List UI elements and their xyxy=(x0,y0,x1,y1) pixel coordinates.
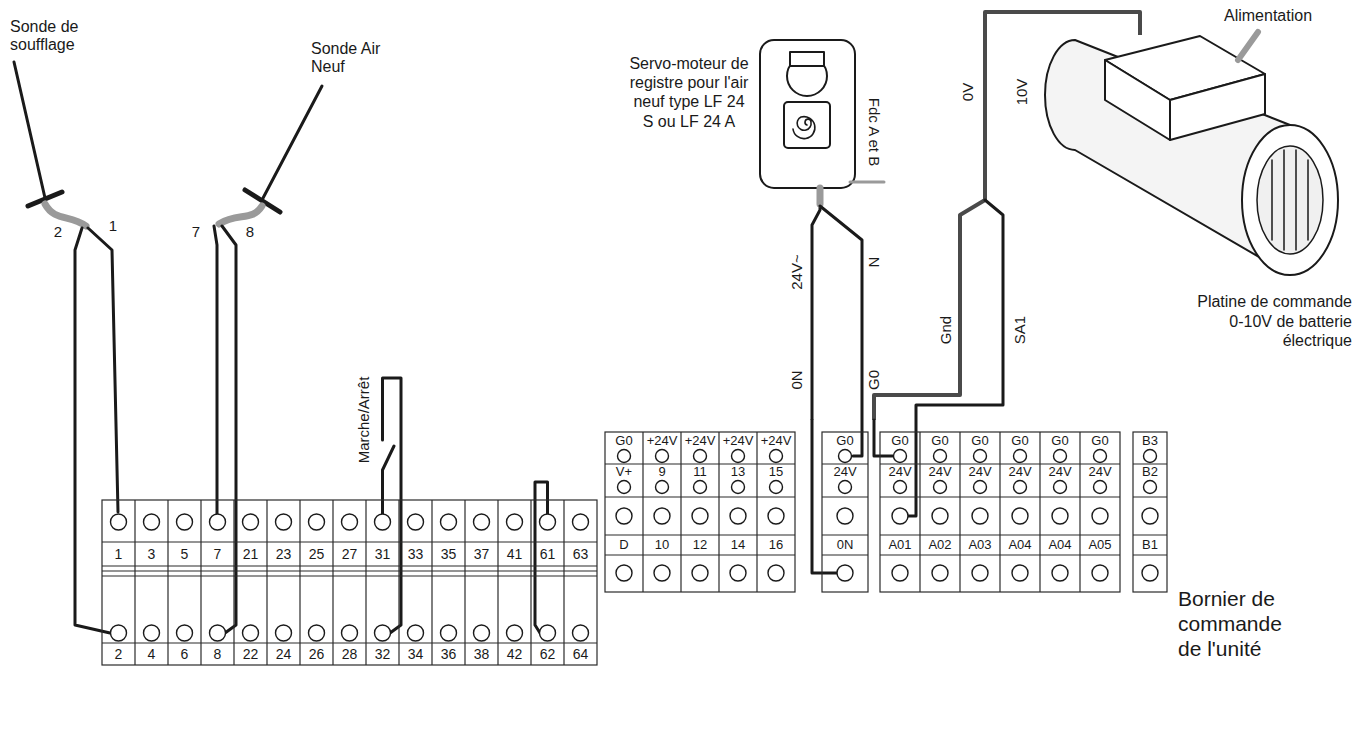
terminal-number: 34 xyxy=(408,646,424,662)
terminal-name: A01 xyxy=(888,538,911,553)
heater-battery: Platine de commande 0-10V de batterie él… xyxy=(1040,35,1352,350)
terminal-number: 24 xyxy=(276,646,292,662)
terminal-number: 2 xyxy=(115,646,123,662)
limit-switch-label: Fdc A et B xyxy=(865,98,882,166)
wire-label: SA1 xyxy=(1011,316,1028,344)
terminal-name: G0 xyxy=(615,434,632,449)
terminal-number: 5 xyxy=(181,546,189,562)
terminal-number: 42 xyxy=(507,646,523,662)
node-label: Servo-moteur de registre pour l'air neuf… xyxy=(626,54,752,131)
terminal-name: B2 xyxy=(1142,465,1158,480)
switch-label: Marche/Arrêt xyxy=(355,377,372,464)
terminal-name: +24V xyxy=(647,434,678,449)
sensor-label: Sonde Air Neuf xyxy=(311,40,383,77)
terminal-number: 22 xyxy=(243,646,259,662)
supply-label: Alimentation xyxy=(1224,7,1312,25)
terminal-name: +24V xyxy=(685,434,716,449)
sensor-label: Sonde de soufflage xyxy=(10,18,94,55)
terminal-number: 64 xyxy=(573,646,589,662)
terminal-name: V+ xyxy=(616,465,632,480)
terminal-name: G0 xyxy=(931,434,948,449)
wire-number: 2 xyxy=(54,223,62,240)
terminal-name: 24V xyxy=(1088,465,1111,480)
terminal-number: 23 xyxy=(276,546,292,562)
terminal-name: 24V xyxy=(833,465,856,480)
terminal-number: 25 xyxy=(309,546,325,562)
terminal-number: 4 xyxy=(148,646,156,662)
terminal-name: 24V xyxy=(1048,465,1071,480)
terminal-number: 41 xyxy=(507,546,523,562)
terminal-name: A03 xyxy=(968,538,991,553)
wire-label: N xyxy=(865,257,882,268)
terminal-name: A05 xyxy=(1088,538,1111,553)
terminal-name: G0 xyxy=(1091,434,1108,449)
terminal-number: 21 xyxy=(243,546,259,562)
terminal-name: 11 xyxy=(693,465,707,480)
terminal-name: A04 xyxy=(1048,538,1071,553)
node-label: Bornier de commande de l'unité xyxy=(1178,586,1305,662)
terminal-name: +24V xyxy=(761,434,792,449)
terminal-name: 12 xyxy=(693,538,707,553)
terminal-number: 1 xyxy=(115,546,123,562)
wire-number: 7 xyxy=(192,223,200,240)
wire-connector xyxy=(812,190,820,420)
terminal-number: 3 xyxy=(148,546,156,562)
terminal-number: 32 xyxy=(375,646,391,662)
terminal-number: 28 xyxy=(342,646,358,662)
terminal-name: G0 xyxy=(1011,434,1028,449)
terminal-number: 31 xyxy=(375,546,391,562)
terminal-name: B1 xyxy=(1142,538,1158,553)
terminal-number: 33 xyxy=(408,546,424,562)
terminal-name: 24V xyxy=(928,465,951,480)
terminal-name: 16 xyxy=(769,538,783,553)
terminal-name: G0 xyxy=(1051,434,1068,449)
wire-label: G0 xyxy=(865,370,882,390)
servo-motor: Servo-moteur de registre pour l'air neuf… xyxy=(760,40,855,190)
terminal-name: D xyxy=(619,538,628,553)
wire-label: Gnd xyxy=(937,316,954,344)
terminal-block xyxy=(102,432,1167,665)
terminal-name: 14 xyxy=(731,538,745,553)
terminal-name: 24V xyxy=(888,465,911,480)
terminal-name: 9 xyxy=(658,465,665,480)
terminal-number: 61 xyxy=(540,546,556,562)
terminal-name: A04 xyxy=(1008,538,1031,553)
wire-label: 24V~ xyxy=(788,254,805,289)
terminal-number: 8 xyxy=(214,646,222,662)
terminal-number: 36 xyxy=(441,646,457,662)
terminal-name: G0 xyxy=(891,434,908,449)
wire-label: 10V xyxy=(1013,79,1030,106)
terminal-number: 35 xyxy=(441,546,457,562)
terminal-number: 27 xyxy=(342,546,358,562)
terminal-number: 37 xyxy=(474,546,490,562)
terminal-number: 63 xyxy=(573,546,589,562)
terminal-number: 62 xyxy=(540,646,556,662)
wire-label: 0N xyxy=(788,370,805,389)
wire-number: 8 xyxy=(246,223,254,240)
terminal-number: 38 xyxy=(474,646,490,662)
terminal-number: 26 xyxy=(309,646,325,662)
terminal-name: G0 xyxy=(836,434,853,449)
terminal-name: B3 xyxy=(1142,434,1158,449)
terminal-name: 13 xyxy=(731,465,745,480)
terminal-name: 10 xyxy=(655,538,669,553)
terminal-number: 7 xyxy=(214,546,222,562)
terminal-name: +24V xyxy=(723,434,754,449)
terminal-name: G0 xyxy=(971,434,988,449)
terminal-name: A02 xyxy=(928,538,951,553)
terminal-name: 0N xyxy=(837,538,854,553)
terminal-name: 15 xyxy=(769,465,783,480)
terminal-name: 24V xyxy=(968,465,991,480)
wire-label: 0V xyxy=(959,83,976,101)
terminal-name: 24V xyxy=(1008,465,1031,480)
wire-number: 1 xyxy=(109,217,117,234)
node-label: Platine de commande 0-10V de batterie él… xyxy=(1192,292,1352,350)
terminal-number: 6 xyxy=(181,646,189,662)
